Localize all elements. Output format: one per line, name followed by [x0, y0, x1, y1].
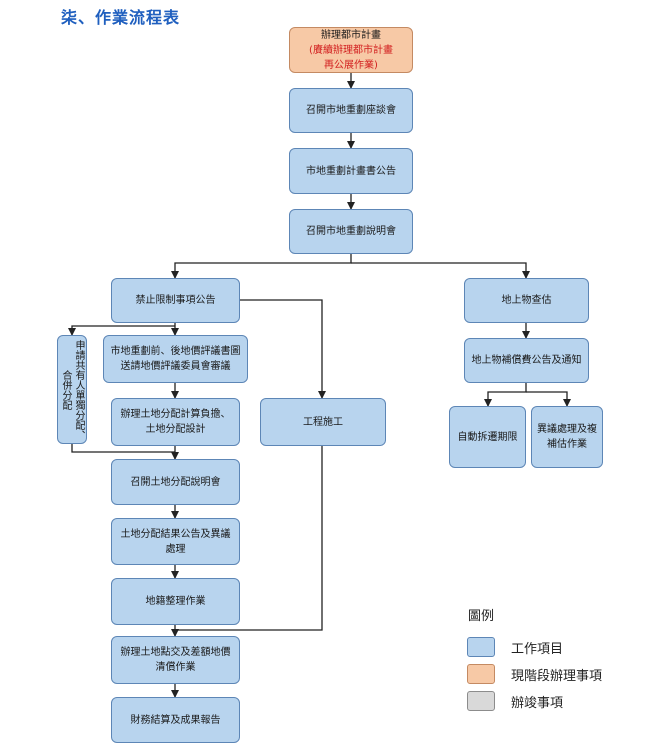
node-aboveground-appraisal: 地上物查估: [464, 278, 589, 323]
node-allocation-design: 辦理土地分配計算負擔、土地分配設計: [111, 398, 240, 446]
legend-title: 圖例: [468, 609, 495, 624]
node-objection-handling: 異議處理及複補估作業: [531, 406, 603, 468]
legend-swatch-completed: [467, 691, 495, 711]
arrow-n4-n6: [351, 262, 530, 279]
node-land-price-review: 市地重劃前、後地價評議書圖送請地價評議委員會審議: [103, 335, 248, 383]
node-compensation-notice: 地上物補償費公告及通知: [464, 338, 589, 383]
node-symposium: 召開市地重劃座談會: [289, 88, 413, 133]
node-allocation-briefing: 召開土地分配說明會: [111, 459, 240, 505]
legend-label-current-stage: 現階段辦理事項: [511, 669, 603, 684]
node-co-owner-allocation: 申請共有人單獨分配、合併分配: [57, 335, 87, 444]
legend-swatch-current-stage: [467, 664, 495, 684]
arrow-n5-n8: [68, 325, 175, 336]
node-urban-plan-line1: 辦理都市計畫: [321, 29, 381, 41]
node-handover-settlement: 辦理土地點交及差額地價清償作業: [111, 636, 240, 684]
node-plan-announcement: 市地重劃計畫書公告: [289, 148, 413, 194]
legend-label-completed: 辦竣事項: [511, 696, 564, 711]
arrow-n9-n10: [484, 383, 527, 407]
line-n8-merge: [71, 444, 175, 453]
arrow-n9-n11: [526, 391, 571, 407]
node-urban-plan-line3: 再公展作業): [324, 59, 378, 71]
arrow-n5-n13: [240, 299, 326, 399]
legend-label-work-item: 工作項目: [511, 642, 564, 657]
page-title: 柒、作業流程表: [61, 8, 181, 27]
node-urban-plan: 辦理都市計畫 (賡續辦理都市計畫 再公展作業): [289, 27, 413, 73]
node-restriction-notice: 禁止限制事項公告: [111, 278, 240, 323]
node-cadastral: 地籍整理作業: [111, 578, 240, 625]
node-allocation-result: 土地分配結果公告及異議處理: [111, 518, 240, 565]
node-briefing: 召開市地重劃說明會: [289, 209, 413, 254]
node-construction: 工程施工: [260, 398, 386, 446]
node-urban-plan-line2: (賡續辦理都市計畫: [309, 44, 393, 56]
arrow-n4-n5: [171, 254, 352, 279]
node-final-report: 財務結算及成果報告: [111, 697, 240, 743]
node-demolition-deadline: 自動拆遷期限: [449, 406, 526, 468]
legend-swatch-work-item: [467, 637, 495, 657]
line-n13-merge: [175, 446, 323, 631]
